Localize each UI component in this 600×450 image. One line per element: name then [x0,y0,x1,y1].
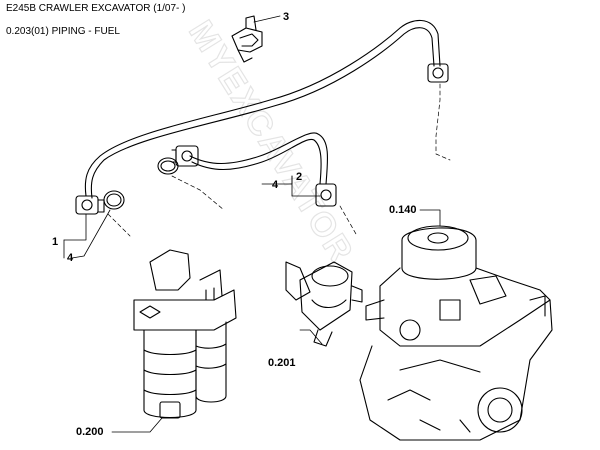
fuel-feed-pump [285,261,363,347]
watermark-logo: MYEXCAVATOR [181,14,362,271]
diagram-title: E245B CRAWLER EXCAVATOR (1/07- ) [6,3,186,14]
callout-4-middle: 4 [272,179,279,191]
callout-0-200: 0.200 [76,426,104,438]
callout-4-left: 4 [67,252,74,264]
pipe-clamp [231,15,263,63]
banjo-fitting-middle [171,145,199,167]
leader-lines [63,15,441,433]
fuel-pipe-upper [84,19,441,199]
callout-1: 1 [52,236,59,248]
callout-2: 2 [296,171,303,183]
banjo-fitting-lower [315,183,337,207]
injection-pump [359,225,553,441]
banjo-fitting-left [75,195,105,215]
fuel-filter-assembly [133,249,237,419]
o-ring-left [103,190,125,210]
o-ring-middle [157,157,179,175]
fuel-pipe-lower [189,132,329,185]
callout-3: 3 [283,11,290,23]
banjo-fitting-right [427,63,449,83]
svg-text:MYEXCAVATOR: MYEXCAVATOR [181,14,361,270]
callout-0-201: 0.201 [268,357,296,369]
callout-0-140: 0.140 [389,204,417,216]
dashed-alignment-lines [107,83,451,237]
diagram-subtitle: 0.203(01) PIPING - FUEL [6,26,120,37]
